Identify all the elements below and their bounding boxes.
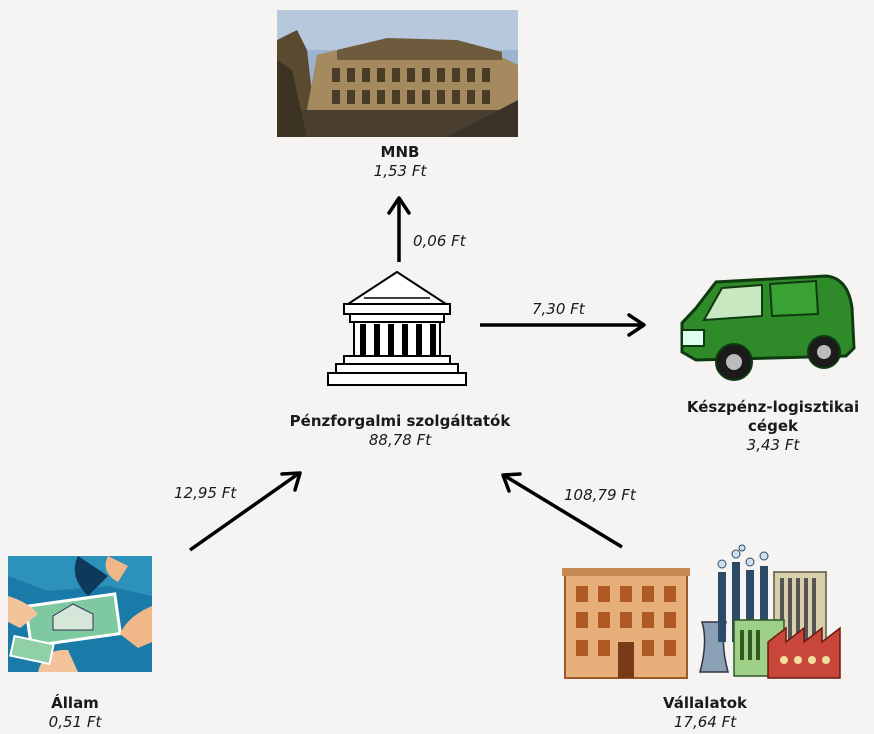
arrow-center-to-mnb xyxy=(387,196,411,262)
node-cash-logistics-value: 3,43 Ft xyxy=(746,436,800,454)
money-exchange-hands-icon xyxy=(8,556,152,672)
node-cash-logistics-name-line2: cégek xyxy=(748,417,798,435)
factory-and-office-icon xyxy=(562,544,841,679)
flow-label-companies-to-center: 108,79 Ft xyxy=(564,486,636,504)
node-center-value: 88,78 Ft xyxy=(368,431,432,449)
node-center-name: Pénzforgalmi szolgáltatók xyxy=(289,412,511,430)
node-companies: Vállalatok 17,64 Ft xyxy=(630,694,780,732)
node-center: Pénzforgalmi szolgáltatók 88,78 Ft xyxy=(250,412,550,450)
node-state: Állam 0,51 Ft xyxy=(10,694,140,732)
node-mnb-value: 1,53 Ft xyxy=(373,162,427,180)
mnb-building-photo xyxy=(277,10,518,137)
flow-label-state-to-center: 12,95 Ft xyxy=(174,484,237,502)
flow-label-center-to-mnb: 0,06 Ft xyxy=(413,232,466,250)
node-companies-value: 17,64 Ft xyxy=(673,713,737,731)
node-companies-name: Vállalatok xyxy=(662,694,748,712)
node-cash-logistics-name-line1: Készpénz-logisztikai xyxy=(686,398,860,416)
green-van-icon xyxy=(680,274,856,381)
flow-label-center-to-cash-logistics: 7,30 Ft xyxy=(532,300,585,318)
node-state-value: 0,51 Ft xyxy=(48,713,102,731)
node-cash-logistics: Készpénz-logisztikai cégek 3,43 Ft xyxy=(672,398,874,455)
node-mnb: MNB 1,53 Ft xyxy=(330,143,470,181)
arrow-center-to-cash-logistics xyxy=(480,313,646,337)
arrow-companies-to-center xyxy=(501,472,623,549)
bank-building-icon xyxy=(327,270,467,386)
node-state-name: Állam xyxy=(51,694,99,712)
arrow-state-to-center xyxy=(188,471,302,552)
node-mnb-name: MNB xyxy=(380,143,420,161)
